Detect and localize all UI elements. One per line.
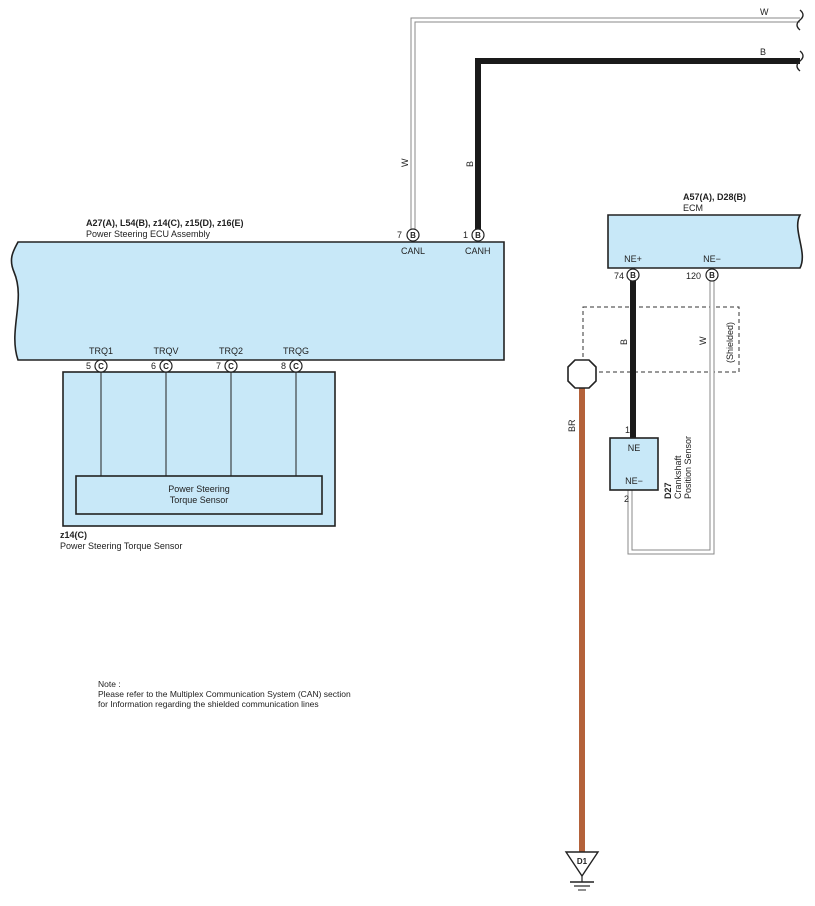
torque-sensor-inner-label-2: Torque Sensor [170,495,229,505]
ecm-pin-name-ne-minus: NE− [703,254,721,264]
crank-pin-top-name: NE [628,443,641,453]
pin-connector-letter: C [98,362,104,371]
crank-pin-top-number: 1 [625,425,630,435]
ground-symbol-icon [570,876,594,891]
ground-point-triangle [564,851,600,878]
wire-ne-minus-core [628,280,714,554]
ecm-connector-list: A57(A), D28(B) [683,192,746,202]
ecm-body [607,214,804,269]
wire-canh [475,58,800,229]
shield-box [582,306,740,373]
pin-connector-letter: C [228,362,234,371]
wire-break-mark-w [796,9,804,31]
pin-number: 8 [281,361,286,371]
ecu-pin-trq2: TRQ2 7 C [216,346,243,373]
pin-number: 74 [614,271,624,281]
pin-connector-circle [705,268,719,282]
wire-label-top-b: B [760,47,766,57]
pin-connector-circle [471,228,485,242]
pin-name: CANH [465,246,491,256]
wire-label-ground: BR [567,419,577,432]
crank-sensor-name-1: Crankshaft [673,455,683,499]
crank-sensor-name-2: Position Sensor [683,436,693,499]
ecu-body [10,241,505,361]
ecm-pin-ne-plus: 74 B [614,268,640,282]
pin-connector-letter: B [475,231,481,240]
ecu-pin-trq1: TRQ1 5 C [86,346,113,373]
note-title: Note : [98,679,121,689]
ecm-pin-ne-minus: 120 B [686,268,719,282]
wire-label-top-w: W [760,7,769,17]
crank-pin-bottom-name: NE− [625,476,643,486]
wire-break-mark-b [796,50,804,72]
torque-sensor-connector: z14(C) [60,530,87,540]
ecu-pin-canl: 7 B CANL [397,228,425,256]
pin-number: 6 [151,361,156,371]
pin-connector-circle [94,359,108,373]
shield-drain-junction [567,359,597,389]
pin-connector-circle [159,359,173,373]
wire-label-canl-vertical: W [400,158,410,167]
torque-sensor-name: Power Steering Torque Sensor [60,541,182,551]
torque-sensor-inner-box [75,475,323,515]
pin-connector-letter: C [293,362,299,371]
ecm-pin-name-ne-plus: NE+ [624,254,642,264]
wire-label-ne-plus: B [619,339,629,345]
wire-ne-minus-outline [627,280,715,555]
ecu-pin-trqg: TRQG 8 C [281,346,309,373]
pin-connector-letter: B [709,271,715,280]
ecu-pin-trqv: TRQV 6 C [151,346,179,373]
pin-number: 5 [86,361,91,371]
pin-connector-letter: B [410,231,416,240]
crank-sensor-code: D27 [663,482,673,499]
crank-pin-bottom-number: 2 [624,494,629,504]
pin-number: 1 [463,230,468,240]
pin-number: 7 [216,361,221,371]
wire-label-ne-minus: W [698,336,708,345]
wire-label-canh-vertical: B [465,161,475,167]
pin-connector-circle [224,359,238,373]
pin-name: TRQ1 [89,346,113,356]
pin-name: TRQG [283,346,309,356]
pin-number: 120 [686,271,701,281]
wire-canl-core [411,18,800,229]
shield-label: (Shielded) [725,322,735,363]
torque-sensor-inner-label-1: Power Steering [168,484,230,494]
pin-connector-letter: B [630,271,636,280]
pin-connector-circle [289,359,303,373]
note-line-2: for Information regarding the shielded c… [98,699,319,709]
ecu-pin-canh: 1 B CANH [463,228,491,256]
ground-point-label: D1 [577,857,588,866]
pin-name: TRQV [153,346,178,356]
pin-connector-circle [406,228,420,242]
pin-name: CANL [401,246,425,256]
ecu-name: Power Steering ECU Assembly [86,229,211,239]
pin-connector-circle [626,268,640,282]
pin-connector-letter: C [163,362,169,371]
ecu-connector-list: A27(A), L54(B), z14(C), z15(D), z16(E) [86,218,244,228]
pin-number: 7 [397,230,402,240]
note-line-1: Please refer to the Multiplex Communicat… [98,689,351,699]
pin-name: TRQ2 [219,346,243,356]
ecm-name: ECM [683,203,703,213]
crank-sensor-body [609,437,659,491]
